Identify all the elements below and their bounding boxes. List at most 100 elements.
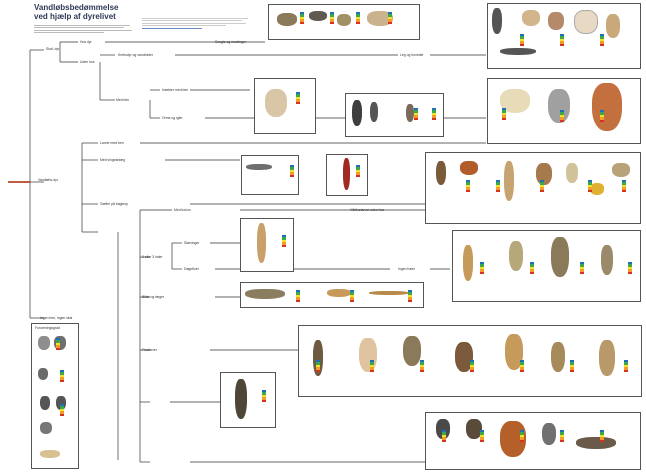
leech-illustration bbox=[370, 102, 378, 122]
poster-title-line1: Vandløbsbedømmelse bbox=[34, 3, 119, 12]
pollution-meter bbox=[628, 262, 632, 274]
crayfish-illustration bbox=[592, 83, 622, 131]
pollution-meter bbox=[300, 12, 304, 24]
legend-illustration bbox=[40, 396, 50, 410]
branch-doegn: Døgnfluer bbox=[184, 267, 199, 271]
pollution-meter bbox=[370, 360, 374, 372]
pollution-meter bbox=[432, 108, 436, 120]
pollution-meter bbox=[588, 180, 592, 192]
pollution-meter bbox=[470, 360, 474, 372]
intro-text-block-right bbox=[142, 16, 252, 30]
pollution-meter bbox=[296, 92, 300, 104]
pollution-meter bbox=[580, 262, 584, 274]
snail-illustration bbox=[277, 13, 297, 26]
pollution-meter bbox=[496, 180, 500, 192]
pollution-meter bbox=[480, 430, 484, 442]
pollution-meter bbox=[388, 12, 392, 24]
branch-fluer: Fluelarver bbox=[142, 348, 158, 352]
branch-orm: Orme og igler bbox=[162, 116, 183, 120]
pollution-meter bbox=[520, 360, 524, 372]
caddis-larva-illustration bbox=[436, 161, 446, 185]
pollution-meter bbox=[60, 404, 64, 416]
pollution-meter bbox=[600, 34, 604, 46]
stonefly-illustration bbox=[601, 245, 613, 275]
branch-snegle: Snegle og muslinger bbox=[215, 40, 246, 44]
pollution-meter bbox=[60, 370, 64, 382]
node-uden-hus: Uden hus bbox=[80, 60, 95, 64]
panel-biller bbox=[220, 372, 276, 428]
mayfly-larva-illustration bbox=[327, 289, 351, 297]
pollution-meter bbox=[520, 34, 524, 46]
branch-krebs: Krebsdyr og vandmider bbox=[118, 53, 154, 57]
fly-larva-illustration bbox=[599, 340, 615, 376]
shell-illustration bbox=[367, 11, 393, 26]
stonefly-illustration bbox=[257, 223, 266, 263]
panel-insekt bbox=[254, 78, 316, 134]
pollution-meter bbox=[622, 180, 626, 192]
insect-illustration bbox=[265, 89, 287, 117]
node-skal: Skal, dyr bbox=[46, 47, 60, 51]
panel-roed-larve bbox=[326, 154, 368, 196]
branch-kokon: Med kokon bbox=[174, 208, 191, 212]
node-ingen-ben: Ingen ben, ingen skal bbox=[40, 316, 73, 320]
crustacean-illustration bbox=[548, 12, 564, 30]
caddis-larva-illustration bbox=[612, 163, 630, 177]
panel-doegnfluer bbox=[240, 282, 424, 308]
beetle-larva-illustration bbox=[235, 379, 247, 419]
legend-heading: Forureningsgrad bbox=[35, 326, 60, 330]
legend-illustration bbox=[38, 336, 50, 350]
intro-text-block bbox=[34, 23, 134, 35]
crustacean-illustration bbox=[606, 14, 620, 38]
pollution-meter bbox=[408, 290, 412, 302]
branch-biller: Biller og tæger bbox=[142, 295, 165, 299]
cocoon-illustration bbox=[574, 10, 598, 34]
branch-vaarfluer: Vårfluelarver uden hus bbox=[350, 208, 385, 212]
beetle-illustration bbox=[576, 437, 616, 449]
mayfly-larva-illustration bbox=[369, 291, 409, 295]
pollution-meter bbox=[466, 180, 470, 192]
pollution-meter bbox=[560, 34, 564, 46]
branch-insekt: Insekter med ben bbox=[162, 88, 189, 92]
mussel-illustration bbox=[337, 14, 351, 26]
pollution-meter bbox=[316, 360, 320, 372]
fly-larva-illustration bbox=[455, 342, 473, 372]
pollution-meter bbox=[624, 360, 628, 372]
legend-illustration bbox=[40, 422, 52, 434]
pollution-meter bbox=[330, 12, 334, 24]
branch-larver: Larver med ben bbox=[100, 141, 124, 145]
pollution-meter bbox=[56, 338, 60, 350]
node-med-ben: Med ben bbox=[116, 98, 130, 102]
caddis-larva-illustration bbox=[590, 183, 604, 195]
crustacean-illustration bbox=[522, 10, 540, 26]
pollution-meter bbox=[356, 12, 360, 24]
beetle-illustration bbox=[436, 419, 450, 439]
branch-ingen-haler: Ingen haler bbox=[398, 267, 415, 271]
stonefly-illustration bbox=[551, 237, 569, 277]
fly-larva-illustration bbox=[403, 336, 421, 366]
larva-illustration bbox=[492, 8, 502, 34]
pollution-meter bbox=[502, 108, 506, 120]
pollution-meter bbox=[560, 110, 564, 122]
pollution-meter bbox=[600, 430, 604, 442]
branch-leg: Leg og hovedet bbox=[400, 53, 424, 57]
pollution-meter bbox=[520, 430, 524, 442]
node-hus: Hus dyr bbox=[80, 40, 92, 44]
caddis-larva-illustration bbox=[504, 161, 514, 201]
pollution-meter bbox=[570, 360, 574, 372]
panel-larver bbox=[241, 155, 299, 195]
pollution-meter bbox=[290, 165, 294, 177]
beetle-illustration bbox=[466, 419, 482, 439]
worm-illustration bbox=[406, 104, 414, 122]
leech-illustration bbox=[352, 100, 362, 126]
panel-billere-taeger bbox=[425, 412, 641, 470]
fly-larva-illustration bbox=[505, 334, 523, 370]
pollution-meter bbox=[420, 360, 424, 372]
pollution-meter bbox=[282, 235, 286, 247]
pollution-meter bbox=[442, 430, 446, 442]
pollution-meter bbox=[356, 165, 360, 177]
larva-illustration bbox=[246, 164, 272, 170]
panel-slorvinger bbox=[452, 230, 641, 302]
mayfly-larva-illustration bbox=[245, 289, 285, 299]
caddis-larva-illustration bbox=[566, 163, 578, 183]
